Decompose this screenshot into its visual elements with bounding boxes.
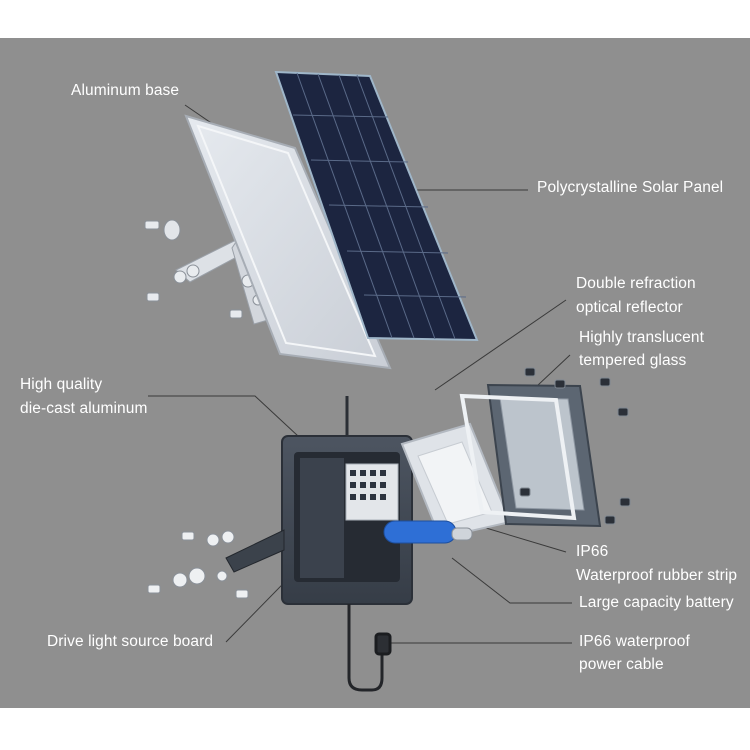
power-cable-graphic bbox=[347, 604, 392, 692]
leader-line-reflector bbox=[434, 299, 567, 391]
label-housing-line2: die-cast aluminum bbox=[20, 400, 148, 417]
label-cable-line2: power cable bbox=[579, 656, 664, 673]
label-reflector-line2: optical reflector bbox=[576, 299, 683, 316]
label-glass-line1: Highly translucent bbox=[579, 329, 704, 346]
label-battery: Large capacity battery bbox=[579, 594, 734, 611]
label-rubber-line2: Waterproof rubber strip bbox=[576, 567, 738, 584]
label-housing-line1: High quality bbox=[20, 376, 103, 393]
leader-line-housing bbox=[148, 395, 299, 437]
label-drive-board: Drive light source board bbox=[47, 633, 214, 650]
side-bracket bbox=[147, 529, 285, 599]
label-rubber-line1: IP66 bbox=[576, 543, 609, 560]
leader-line-rubber-strip bbox=[485, 527, 567, 553]
battery-graphic bbox=[383, 520, 473, 544]
exploded-diagram: Aluminum base Polycrystalline Solar Pane… bbox=[0, 38, 750, 708]
leader-line-battery bbox=[451, 557, 572, 604]
label-aluminum-base: Aluminum base bbox=[71, 82, 180, 99]
glass-frame-graphic bbox=[459, 367, 631, 528]
label-cable-line1: IP66 waterproof bbox=[579, 633, 690, 650]
housing-graphic bbox=[281, 396, 413, 605]
aluminum-base-plate bbox=[184, 114, 392, 370]
exploded-view-illustration bbox=[144, 70, 631, 692]
solar-panel-graphic bbox=[274, 70, 479, 342]
label-solar-panel: Polycrystalline Solar Panel bbox=[537, 179, 724, 196]
label-reflector-line1: Double refraction bbox=[576, 275, 696, 292]
label-glass-line2: tempered glass bbox=[579, 352, 687, 369]
